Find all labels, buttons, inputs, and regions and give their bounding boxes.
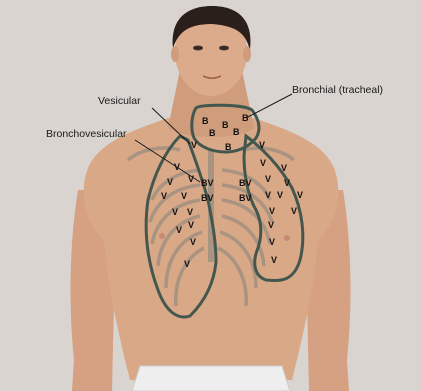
v-mark: V <box>291 206 297 216</box>
b-mark: B <box>242 113 249 123</box>
bv-mark: BV <box>201 178 214 188</box>
right-nipple <box>159 233 165 239</box>
v-mark: V <box>269 237 275 247</box>
bv-mark: BV <box>201 193 214 203</box>
right-ear <box>171 46 179 62</box>
left-eye <box>219 46 229 51</box>
left-nipple <box>284 235 290 241</box>
b-mark: B <box>225 142 232 152</box>
bv-mark: BV <box>239 178 252 188</box>
v-mark: V <box>190 237 196 247</box>
b-mark: B <box>233 127 240 137</box>
v-mark: V <box>269 206 275 216</box>
v-mark: V <box>284 178 290 188</box>
right-eye <box>193 46 203 51</box>
v-mark: V <box>191 140 197 150</box>
v-mark: V <box>259 140 265 150</box>
v-mark: V <box>161 191 167 201</box>
vesicular-label: Vesicular <box>98 95 141 107</box>
bronchovesicular-label: Bronchovesicular <box>46 128 127 140</box>
bv-mark: BV <box>239 193 252 203</box>
v-mark: V <box>181 191 187 201</box>
v-mark: V <box>297 190 303 200</box>
left-ear <box>243 46 251 62</box>
v-mark: V <box>172 207 178 217</box>
v-mark: V <box>176 225 182 235</box>
v-mark: V <box>260 158 266 168</box>
shorts <box>132 366 290 391</box>
b-mark: B <box>209 128 216 138</box>
v-mark: V <box>187 207 193 217</box>
v-mark: V <box>265 174 271 184</box>
v-mark: V <box>167 177 173 187</box>
v-mark: V <box>268 220 274 230</box>
v-mark: V <box>281 163 287 173</box>
v-mark: V <box>188 174 194 184</box>
v-mark: V <box>277 190 283 200</box>
v-mark: V <box>184 259 190 269</box>
v-mark: V <box>265 190 271 200</box>
b-mark: B <box>222 120 229 130</box>
b-mark: B <box>202 116 209 126</box>
v-mark: V <box>188 220 194 230</box>
bronchial-label: Bronchial (tracheal) <box>292 84 383 96</box>
v-mark: V <box>271 255 277 265</box>
